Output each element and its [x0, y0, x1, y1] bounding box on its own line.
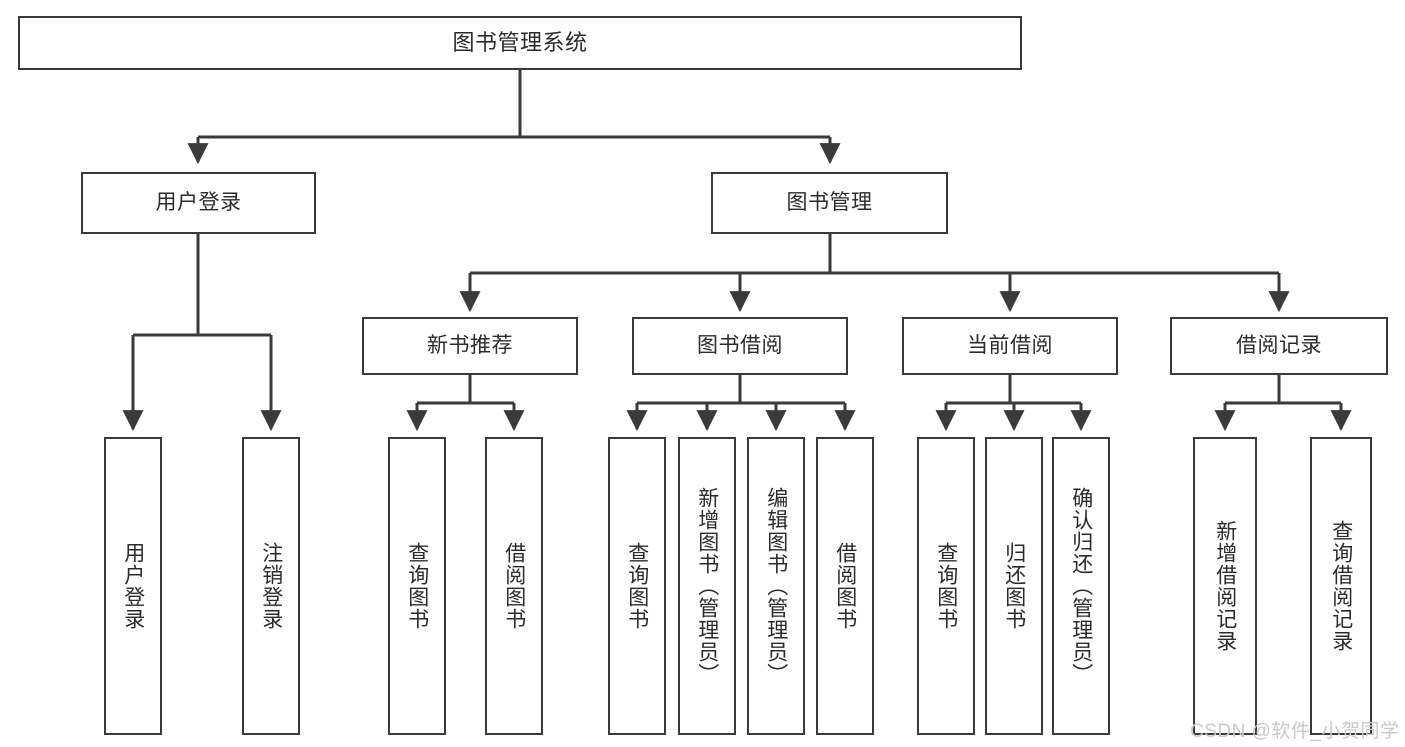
node-leaf-query-book-1[interactable]: 查询图书 — [388, 437, 446, 735]
node-leaf-logout-login-label: 注销登录 — [259, 542, 283, 630]
node-leaf-borrow-book-2[interactable]: 借阅图书 — [816, 437, 874, 735]
node-leaf-borrow-book-2-label: 借阅图书 — [833, 542, 857, 630]
node-borrow-record-label: 借阅记录 — [1236, 333, 1322, 357]
node-new-book-recommend[interactable]: 新书推荐 — [362, 317, 578, 375]
node-book-management-label: 图书管理 — [786, 190, 873, 214]
node-user-login[interactable]: 用户登录 — [81, 172, 316, 234]
node-root[interactable]: 图书管理系统 — [18, 16, 1022, 70]
node-leaf-edit-book-label: 编辑图书（管理员） — [764, 487, 788, 685]
node-leaf-add-book-label: 新增图书（管理员） — [695, 487, 719, 685]
node-leaf-query-book-2[interactable]: 查询图书 — [608, 437, 666, 735]
node-leaf-query-book-3-label: 查询图书 — [934, 542, 958, 630]
node-leaf-confirm-return-label: 确认归还（管理员） — [1069, 487, 1093, 685]
node-book-borrow-label: 图书借阅 — [697, 333, 783, 357]
node-leaf-logout-login[interactable]: 注销登录 — [242, 437, 300, 735]
node-leaf-add-record-label: 新增借阅记录 — [1213, 520, 1237, 652]
node-leaf-return-book[interactable]: 归还图书 — [985, 437, 1043, 735]
node-borrow-record[interactable]: 借阅记录 — [1170, 317, 1388, 375]
node-leaf-borrow-book-1[interactable]: 借阅图书 — [485, 437, 543, 735]
node-current-borrow-label: 当前借阅 — [967, 333, 1053, 357]
node-leaf-query-book-3[interactable]: 查询图书 — [917, 437, 975, 735]
node-leaf-query-book-2-label: 查询图书 — [625, 542, 649, 630]
node-leaf-add-record[interactable]: 新增借阅记录 — [1193, 437, 1257, 735]
node-book-borrow[interactable]: 图书借阅 — [632, 317, 848, 375]
node-user-login-label: 用户登录 — [155, 190, 242, 214]
node-root-label: 图书管理系统 — [452, 30, 588, 56]
node-leaf-add-book[interactable]: 新增图书（管理员） — [678, 437, 736, 735]
node-leaf-user-login[interactable]: 用户登录 — [104, 437, 162, 735]
node-current-borrow[interactable]: 当前借阅 — [902, 317, 1118, 375]
node-leaf-edit-book[interactable]: 编辑图书（管理员） — [747, 437, 805, 735]
node-leaf-query-record[interactable]: 查询借阅记录 — [1310, 437, 1372, 735]
node-leaf-return-book-label: 归还图书 — [1002, 542, 1026, 630]
node-leaf-query-book-1-label: 查询图书 — [405, 542, 429, 630]
node-book-management[interactable]: 图书管理 — [711, 172, 948, 234]
node-leaf-user-login-label: 用户登录 — [121, 542, 145, 630]
csdn-watermark: CSDN @软件_小贺同学 — [1190, 721, 1400, 742]
node-leaf-confirm-return[interactable]: 确认归还（管理员） — [1052, 437, 1110, 735]
node-new-book-recommend-label: 新书推荐 — [427, 333, 513, 357]
node-leaf-borrow-book-1-label: 借阅图书 — [502, 542, 526, 630]
node-leaf-query-record-label: 查询借阅记录 — [1329, 520, 1353, 652]
